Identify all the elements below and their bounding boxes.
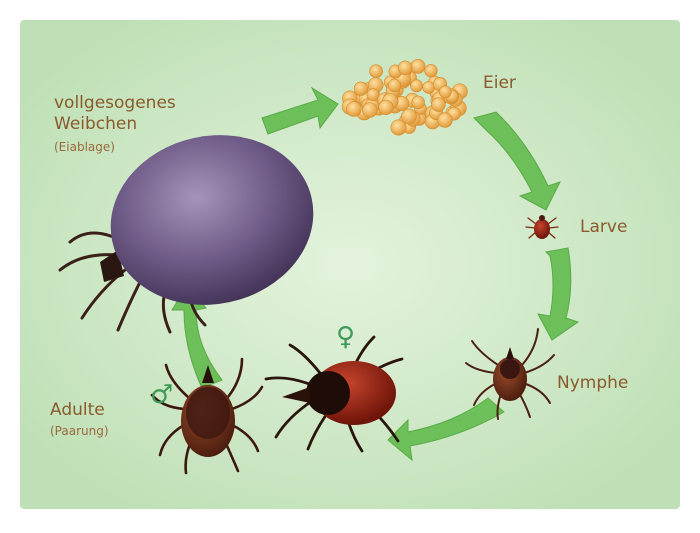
lifecycle-ring <box>171 86 580 462</box>
female-adult-tick <box>264 335 404 453</box>
egg <box>397 60 413 76</box>
male-symbol: ♂ <box>150 380 174 410</box>
egg <box>437 112 453 128</box>
label-adulte: Adulte <box>50 400 105 420</box>
arrow-nymphe-to-adulte <box>387 397 505 462</box>
label-eier: Eier <box>483 73 516 93</box>
male-adult-tick <box>150 357 264 475</box>
arrow-adulte-to-weibchen <box>171 283 223 389</box>
egg <box>410 59 426 74</box>
egg <box>387 78 402 93</box>
label-weibchen-line2: Weibchen <box>54 114 138 134</box>
nymph-tick <box>465 328 555 420</box>
egg <box>362 102 378 118</box>
egg <box>431 97 446 112</box>
egg <box>390 119 407 136</box>
engorged-female-body <box>110 135 314 305</box>
egg <box>353 81 369 96</box>
label-adulte-sub: (Paarung) <box>50 424 109 438</box>
arrow-eier-to-larve <box>473 111 561 211</box>
egg <box>400 108 417 125</box>
egg <box>369 64 383 78</box>
female-symbol: ♀ <box>336 322 356 352</box>
label-larve: Larve <box>580 217 628 237</box>
eggs-cluster <box>341 59 468 136</box>
arrow-larve-to-nymphe <box>537 247 580 341</box>
label-weibchen-sub: (Eiablage) <box>54 140 115 154</box>
egg <box>410 79 423 93</box>
egg <box>366 88 380 101</box>
label-weibchen-line1: vollgesogenes <box>54 93 176 113</box>
egg <box>438 85 452 99</box>
egg <box>411 95 425 110</box>
engorged-female-head <box>100 250 124 282</box>
egg <box>378 99 394 115</box>
larva-tick <box>525 215 559 239</box>
label-nymphe: Nymphe <box>557 373 629 393</box>
engorged-female-tick <box>58 135 314 334</box>
egg <box>422 81 436 94</box>
egg <box>346 101 362 117</box>
egg <box>424 64 438 78</box>
arrow-weibchen-to-eier <box>261 86 339 135</box>
